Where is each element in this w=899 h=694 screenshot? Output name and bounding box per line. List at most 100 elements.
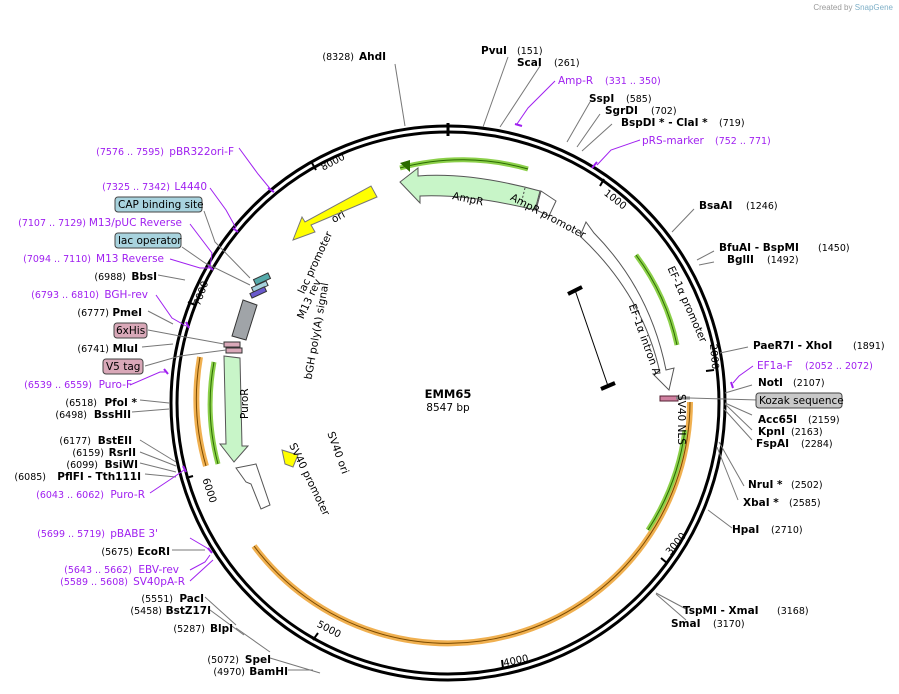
enzyme-label-sspi: SspI [589,93,614,105]
primer-label-ef1a-f: EF1a-F [757,360,793,372]
primer-pos-pbr322ori-f: (7576 .. 7595) [96,147,164,158]
enzyme-pos-pvui: (151) [517,46,543,57]
feature-label-puror: PuroR [239,388,251,419]
enzyme-pos-pmei: (6777) [77,308,109,319]
v5-tag-label: V5 tag [106,361,140,373]
primer-pos-ef1a-f: (2052 .. 2072) [805,361,873,372]
primer-label-l4440: L4440 [174,181,207,193]
enzyme-label-pvui: PvuI [481,45,507,57]
his-tag-label: 6xHis [116,325,145,337]
enzyme-label-kpni: KpnI [758,426,785,438]
enzyme-pos-pfoi: (6518) [65,398,97,409]
enzyme-pos-bamhi: (4970) [213,667,245,678]
cap-binding-site-box [114,196,203,213]
enzyme-pos-bfuai-bspmi: (1450) [818,243,850,254]
m13-rev-marker [249,286,268,299]
enzyme-pos-bsshii: (6498) [55,410,87,421]
orf-arcs [193,157,693,647]
enzyme-label-nrui: NruI * [748,479,783,491]
ef1a-intron-line [574,289,609,387]
primer-pos-l4440: (7325 .. 7342) [102,182,170,193]
enzyme-pos-fspai: (2284) [801,439,833,450]
primer-pos-ebv-rev: (5643 .. 5662) [64,565,132,576]
enzyme-label-pmei: PmeI [112,307,142,319]
enzyme-labels-right: PvuI (151) ScaI (261) SspI (585) SgrDI (… [481,45,885,630]
primer-pos-puro-f: (6539 .. 6559) [24,380,92,391]
enzyme-label-bsaai: BsaAI [699,200,732,212]
enzyme-label-bsteii: BstEII [98,435,132,447]
features [218,166,690,510]
enzyme-pos-smai: (3170) [713,619,745,630]
enzyme-pos-paer7i-xhoi: (1891) [853,341,885,352]
enzyme-pos-xbai: (2585) [789,498,821,509]
kozak-sequence-box [755,392,843,409]
enzyme-label-fspai: FspAI [756,438,789,450]
enzyme-pos-bsteii: (6177) [59,436,91,447]
enzyme-pos-paci: (5551) [141,594,173,605]
tick-label-5000: 5000 [315,619,343,641]
enzyme-pos-rsrii: (6159) [72,448,104,459]
enzyme-label-paer7i-xhoi: PaeR7I - XhoI [753,340,832,352]
enzyme-pos-sgrdi: (702) [651,106,677,117]
primer-label-prs-marker: pRS-marker [642,135,705,147]
enzyme-label-xbai: XbaI * [743,497,779,509]
feature-labels: AmpR AmpR promoter ori EF-1α promoter EF… [239,190,709,518]
enzyme-pos-bsaai: (1246) [746,201,778,212]
primer-pos-prs-marker: (752 .. 771) [715,136,771,147]
enzyme-pos-bstz17i: (5458) [130,606,162,617]
ori-arrow [292,185,378,241]
boxed-feature-labels: CAP binding site lac operator 6xHis V5 t… [102,196,844,409]
tick-label-6000: 6000 [200,477,218,505]
enzyme-label-acc65i: Acc65I [758,414,797,426]
his-tag-marker [223,341,241,348]
enzyme-label-pfoi: PfoI * [104,397,137,409]
enzyme-label-bsiwi: BsiWI [105,459,138,471]
enzyme-label-scai: ScaI [517,57,542,69]
tick-label-7000: 7000 [192,280,211,308]
credit-prefix: Created by [813,3,853,12]
primer-label-puro-r: Puro-R [110,489,145,501]
kozak-sequence-label: Kozak sequence [759,395,844,407]
bgh-polya-feature [231,299,258,341]
primer-label-bgh-rev: BGH-rev [104,289,148,301]
enzyme-pos-pflfi-tth111i: (6085) [14,472,46,483]
primer-pos-bgh-rev: (6793 .. 6810) [31,290,99,301]
primer-pos-sv40pa-r: (5589 .. 5608) [60,577,128,588]
primer-label-m13-reverse: M13 Reverse [96,253,164,265]
enzyme-label-paci: PacI [179,593,204,605]
enzyme-label-noti: NotI [758,377,783,389]
enzyme-label-bbsi: BbsI [131,271,157,283]
enzyme-label-pflfi-tth111i: PflFI - Tth111I [57,471,141,483]
enzyme-pos-bglii: (1492) [767,255,799,266]
primer-pos-amp-r: (331 .. 350) [605,76,661,87]
ampr-arrow [399,166,541,211]
primer-leaders [129,80,754,582]
enzyme-pos-bspdi-clai: (719) [719,118,745,129]
tick-label-4000: 4000 [502,653,529,669]
primer-labels: Amp-R (331 .. 350) pRS-marker (752 .. 77… [18,75,873,588]
sv40-promoter-arrow [235,463,271,510]
ef1a-promoter-arrow [579,220,675,391]
plasmid-name: EMM65 [425,387,472,401]
enzyme-label-smai: SmaI [671,618,701,630]
lac-operator-label: lac operator [118,235,182,247]
feature-label-ori: ori [330,209,348,226]
enzyme-label-ecori: EcoRI [137,546,170,558]
enzyme-pos-ecori: (5675) [101,547,133,558]
primer-label-pbr322ori-f: pBR322ori-F [169,146,234,158]
enzyme-label-bsshii: BssHII [94,409,131,421]
enzyme-label-bstz17i: BstZ17I [166,605,211,617]
his-tag-box [113,322,148,339]
puror-arrow [218,355,250,463]
primer-pos-pbabe3: (5699 .. 5719) [37,529,105,540]
enzyme-label-spei: SpeI [245,654,271,666]
enzyme-pos-blpi: (5287) [173,624,205,635]
feature-label-sv40-promoter: SV40 promoter [286,441,332,518]
snapgene-credit: Created by SnapGene [813,3,893,12]
plasmid-size: 8547 bp [426,402,470,414]
enzyme-pos-scai: (261) [554,58,580,69]
enzyme-label-bamhi: BamHI [249,666,288,678]
primer-pos-m13-puc-reverse: (7107 .. 7129) [18,218,86,229]
credit-brand: SnapGene [854,3,893,12]
